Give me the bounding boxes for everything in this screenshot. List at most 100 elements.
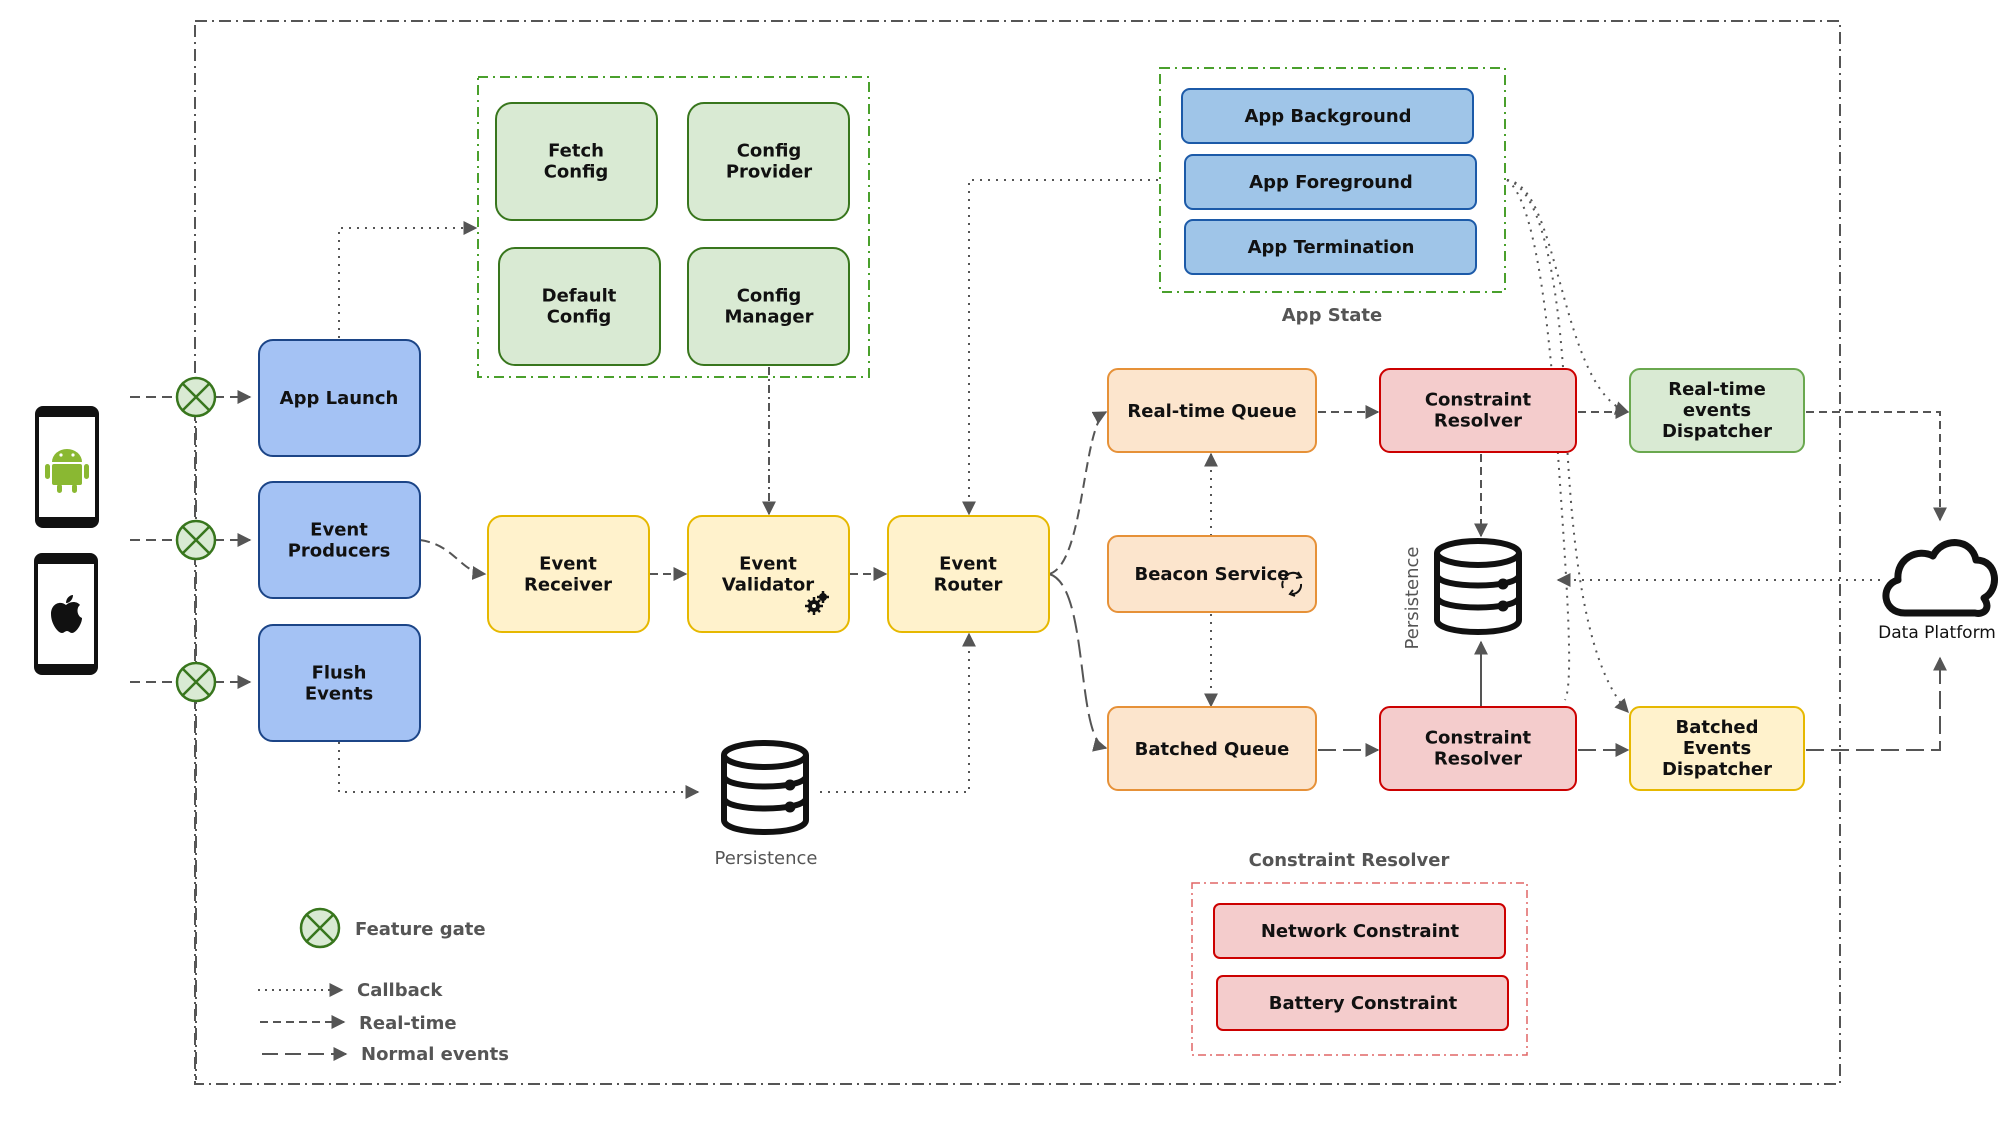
feature-gate-legend-icon: [299, 907, 341, 949]
app-foreground-label: App Foreground: [1249, 172, 1413, 193]
node-label-line: Event: [739, 554, 797, 575]
node-label-line: App Foreground: [1249, 172, 1413, 193]
cloud-icon: [1882, 539, 1998, 617]
realtime-dispatcher-node: [1629, 368, 1805, 453]
node-label-line: Validator: [722, 575, 814, 596]
edge-appstate-rtdispatcher: [1506, 179, 1630, 415]
android-phone-icon: [35, 406, 99, 528]
config-provider-node: [687, 102, 850, 221]
node-label-line: Real-time Queue: [1127, 401, 1296, 422]
config-manager-node: [687, 247, 850, 366]
edge-persistence-router: [820, 632, 976, 793]
app-background-node: [1181, 88, 1474, 144]
edge-appstate-router: [962, 179, 1158, 516]
legend-feature-gate: Feature gate: [355, 919, 486, 940]
edge-router-batchedqueue: [1048, 573, 1108, 752]
edge-flush-persistence: [338, 742, 700, 799]
edge-router-realtimequeue: [1048, 411, 1108, 575]
node-label-line: Network Constraint: [1261, 921, 1460, 942]
node-label-line: Provider: [726, 162, 812, 183]
beacon-service-label: Beacon Service: [1134, 564, 1289, 585]
legend-realtime: Real-time: [359, 1013, 457, 1034]
edge-producers-receiver: [419, 539, 487, 580]
node-label-line: Constraint: [1425, 390, 1532, 411]
event-validator-node: [687, 515, 850, 633]
node-label-line: Real-time: [1668, 379, 1766, 400]
node-label-line: Event: [939, 554, 997, 575]
app-termination-label: App Termination: [1248, 237, 1415, 258]
node-label-line: Resolver: [1434, 749, 1522, 770]
feature-gate: [175, 519, 217, 561]
node-label-line: events: [1683, 400, 1751, 421]
node-label-line: Events: [1683, 738, 1751, 759]
constraint-resolver-group-boundary: [1191, 882, 1528, 1056]
event-receiver-node: [487, 515, 650, 633]
app-state-group-boundary: [1159, 67, 1506, 293]
event-router-node: [887, 515, 1050, 633]
app-launch-node: [258, 339, 421, 457]
node-label-line: Producers: [288, 541, 391, 562]
node-label-line: Resolver: [1434, 411, 1522, 432]
node-label-line: Event: [539, 554, 597, 575]
node-label-line: Event: [310, 520, 368, 541]
app-foreground-node: [1184, 154, 1477, 210]
node-label-line: Events: [305, 684, 373, 705]
node-label-line: Manager: [725, 307, 814, 328]
legend-callback: Callback: [357, 980, 443, 1001]
node-label-line: Batched: [1675, 717, 1758, 738]
fetch-config-node: [495, 102, 658, 221]
constraint-resolver-title: Constraint Resolver: [1249, 850, 1450, 871]
batched-queue-label: Batched Queue: [1135, 739, 1290, 760]
node-label-line: Config: [737, 286, 802, 307]
node-label-line: Fetch: [548, 141, 604, 162]
config-group-boundary: [477, 76, 870, 378]
node-label-line: App Termination: [1248, 237, 1415, 258]
node-label-line: Flush: [312, 663, 367, 684]
node-label-line: Dispatcher: [1662, 759, 1772, 780]
node-label-line: Beacon Service: [1134, 564, 1289, 585]
node-label-line: Battery Constraint: [1269, 993, 1458, 1014]
default-config-node: [498, 247, 661, 366]
feature-gate: [175, 661, 217, 703]
flush-events-node: [258, 624, 421, 742]
app-state-title: App State: [1282, 305, 1383, 326]
database-icon: [1434, 538, 1522, 635]
beacon-service-node: [1107, 535, 1317, 613]
node-label-line: Router: [934, 575, 1003, 596]
network-constraint-label: Network Constraint: [1261, 921, 1460, 942]
node-label-line: Constraint: [1425, 728, 1532, 749]
persistence-caption-vertical: Persistence: [1402, 547, 1423, 650]
edge-bdispatcher-platform: [1806, 656, 1947, 751]
legend: Feature gate Callback Real-time Normal e…: [258, 907, 509, 1065]
battery-constraint-label: Battery Constraint: [1269, 993, 1458, 1014]
ios-phone-icon: [34, 553, 98, 675]
node-label-line: Dispatcher: [1662, 421, 1772, 442]
realtime-queue-node: [1107, 368, 1317, 453]
node-label-line: Config: [544, 162, 609, 183]
system-boundary: [194, 20, 1841, 1085]
gears-icon: [805, 591, 829, 615]
batched-dispatcher-node: [1629, 706, 1805, 791]
app-background-label: App Background: [1244, 106, 1411, 127]
node-label-line: App Background: [1244, 106, 1411, 127]
constraint-resolver-top-node: [1379, 368, 1577, 453]
battery-constraint-node: [1216, 975, 1509, 1031]
node-label-line: App Launch: [280, 388, 399, 409]
event-producers-node: [258, 481, 421, 599]
constraint-resolver-bottom-node: [1379, 706, 1577, 791]
database-icon: [721, 740, 809, 835]
realtime-queue-label: Real-time Queue: [1127, 401, 1296, 422]
